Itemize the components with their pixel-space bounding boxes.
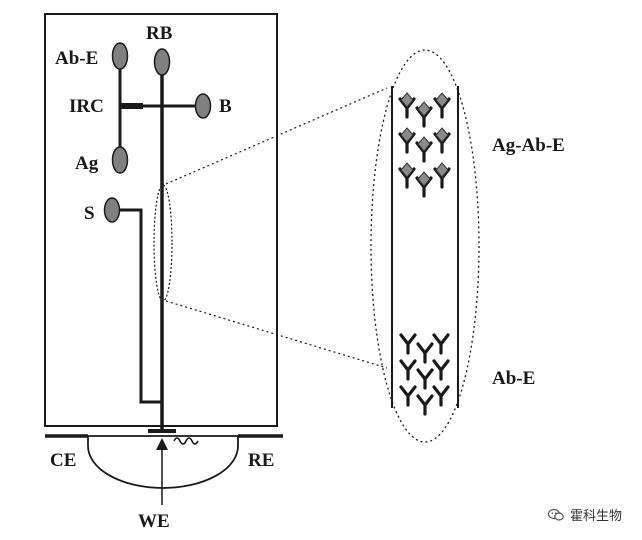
wechat-icon: [547, 508, 564, 521]
label-rb: RB: [146, 23, 173, 44]
label-ab-e: Ab-E: [55, 48, 98, 69]
ag-reservoir: [111, 146, 129, 174]
irc-marker: [119, 103, 143, 109]
detection-zone: [153, 184, 173, 302]
label-s: S: [84, 203, 95, 224]
label-irc: IRC: [69, 96, 104, 117]
s-channel: [119, 208, 162, 404]
callout-line-top: [165, 87, 388, 185]
label-we: WE: [138, 511, 170, 532]
electrochemical-cell: [87, 435, 239, 489]
rb-reservoir: [153, 48, 171, 76]
coil: [173, 437, 199, 445]
ab-e-cluster: [399, 333, 450, 416]
label-re: RE: [248, 450, 274, 471]
magnified-zone: [370, 49, 480, 443]
label-ag-ab-e-zone: Ag-Ab-E: [492, 135, 565, 156]
s-reservoir: [103, 197, 121, 223]
watermark-text: 霍科生物: [569, 509, 622, 524]
label-ce: CE: [50, 450, 76, 471]
watermark: 霍科生物: [547, 505, 622, 524]
label-ag: Ag: [75, 153, 99, 174]
ab-e-reservoir: [111, 42, 129, 70]
we-arrow-head: [156, 438, 168, 450]
ag-ab-e-cluster: [398, 91, 451, 198]
b-reservoir: [194, 93, 212, 119]
label-b: B: [219, 96, 232, 117]
label-ab-e-zone: Ab-E: [492, 368, 535, 389]
callout-line-bottom: [165, 300, 388, 369]
